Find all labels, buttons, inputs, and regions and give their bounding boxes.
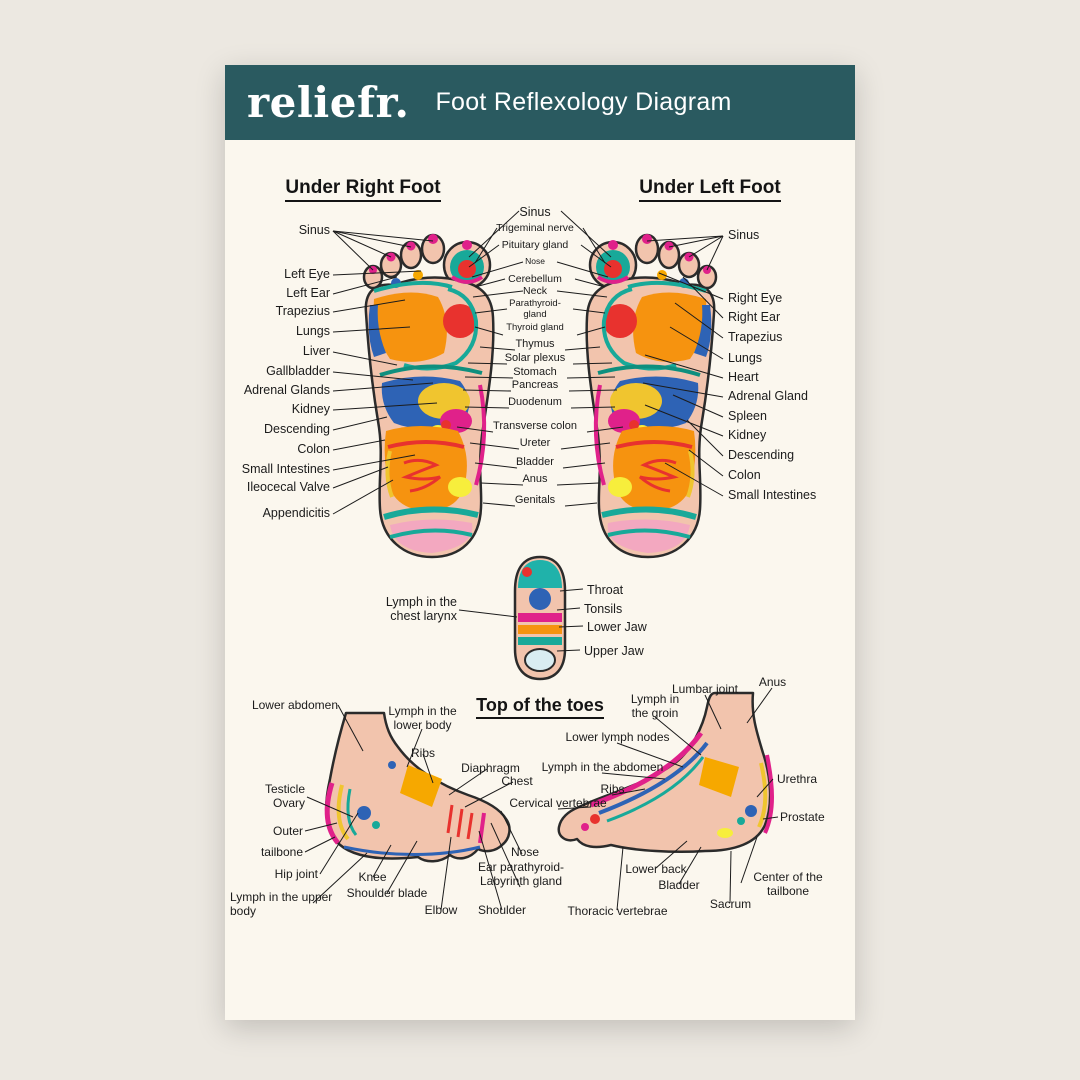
heading-text: Under Left Foot: [639, 177, 781, 202]
label-small-intestines-right: Small Intestines: [728, 488, 817, 502]
label-anus-center: Anus: [522, 473, 548, 485]
label-stomach: Stomach: [513, 366, 557, 378]
label-nose-top: Nose: [510, 845, 539, 859]
label-thoracic-vertebrae: Thoracic vertebrae: [567, 904, 668, 918]
label-lungs-right: Lungs: [728, 351, 763, 365]
label-sinus-right: Sinus: [728, 228, 760, 242]
label-outer: Outer: [272, 824, 303, 838]
label-descending-right: Descending: [728, 448, 795, 462]
poster-header: reliefr. Foot Reflexology Diagram: [225, 65, 855, 140]
label-trapezius-left: Trapezius: [275, 304, 330, 318]
label-kidney-left: Kidney: [291, 402, 330, 416]
label-solar-plexus: Solar plexus: [504, 352, 566, 364]
label-anus-top: Anus: [758, 675, 787, 689]
label-heart: Heart: [728, 370, 759, 384]
label-cerebellum: Cerebellum: [508, 273, 562, 285]
label-testicle-ovary: Testicle Ovary: [264, 782, 305, 810]
heading-top-of-toes: Top of the toes: [440, 695, 640, 719]
label-lymph-upper-body: Lymph in the upper body: [230, 890, 333, 918]
heading-text: Under Right Foot: [285, 177, 441, 202]
label-adrenal-glands: Adrenal Glands: [243, 383, 330, 397]
label-hip-joint: Hip joint: [274, 867, 318, 881]
label-lymph-chest-larynx: Lymph in the chest larynx: [385, 595, 457, 624]
label-left-ear: Left Ear: [286, 286, 330, 300]
label-ribs-right: Ribs: [600, 782, 625, 796]
label-ureter: Ureter: [519, 437, 551, 449]
label-upper-jaw: Upper Jaw: [584, 644, 644, 658]
label-bladder-center: Bladder: [516, 456, 554, 468]
label-right-ear: Right Ear: [728, 310, 781, 324]
label-ear-parathyroid-labyrinth: Ear parathyroid- Labyrinth gland: [477, 860, 565, 888]
label-sinus-center: Sinus: [519, 205, 551, 219]
heading-text: Top of the toes: [476, 695, 604, 719]
label-pancreas: Pancreas: [511, 379, 559, 391]
label-neck: Neck: [523, 285, 547, 297]
left-foot-sole-art: [587, 234, 716, 557]
label-left-eye: Left Eye: [284, 267, 330, 281]
label-small-intestines-left: Small Intestines: [241, 462, 330, 476]
label-trapezius-right: Trapezius: [728, 330, 783, 344]
big-toe-art: [513, 555, 567, 681]
label-right-eye: Right Eye: [728, 291, 783, 305]
label-center-of-tailbone: Center of the tailbone: [753, 870, 823, 898]
label-nose-center: Nose: [525, 256, 545, 266]
label-sacrum: Sacrum: [709, 897, 752, 911]
label-tailbone: tailbone: [260, 845, 303, 859]
label-trigeminal-nerve: Trigeminal nerve: [496, 222, 574, 234]
label-shoulder: Shoulder: [477, 903, 527, 917]
label-elbow: Elbow: [424, 903, 458, 917]
label-throat: Throat: [587, 583, 624, 597]
label-liver: Liver: [302, 344, 330, 358]
label-sinus-left: Sinus: [298, 223, 330, 237]
label-appendicitis: Appendicitis: [262, 506, 330, 520]
label-lungs-left: Lungs: [295, 324, 330, 338]
label-lower-back: Lower back: [625, 862, 687, 876]
label-lumbar-joint: Lumbar joint: [671, 682, 739, 696]
label-knee: Knee: [358, 870, 387, 884]
label-colon-left: Colon: [297, 442, 330, 456]
label-thymus: Thymus: [515, 338, 555, 350]
poster-title: Foot Reflexology Diagram: [435, 88, 732, 116]
left-top-foot-art: [324, 711, 511, 863]
label-pituitary-gland: Pituitary gland: [501, 239, 569, 251]
label-diaphragm: Diaphragm: [461, 761, 520, 775]
label-spleen: Spleen: [728, 409, 767, 423]
label-ribs-left: Ribs: [410, 746, 435, 760]
label-adrenal-gland: Adrenal Gland: [728, 389, 808, 403]
label-chest: Chest: [501, 774, 533, 788]
label-prostate: Prostate: [780, 810, 825, 824]
label-genitals: Genitals: [514, 494, 556, 506]
label-thyroid-gland: Thyroid gland: [506, 322, 564, 333]
label-lymph-abdomen: Lymph in the abdomen: [541, 760, 664, 774]
label-colon-right: Colon: [728, 468, 761, 482]
label-cervical-vertebrae: Cervical vertebrae: [509, 796, 607, 810]
label-lymph-groin: Lymph in the groin: [630, 692, 680, 720]
label-kidney-right: Kidney: [728, 428, 767, 442]
label-gallbladder: Gallbladder: [266, 364, 330, 378]
reflexology-poster: reliefr. Foot Reflexology Diagram: [225, 65, 855, 1020]
label-lower-lymph-nodes: Lower lymph nodes: [565, 730, 670, 744]
label-transverse-colon: Transverse colon: [493, 420, 577, 432]
label-urethra: Urethra: [777, 772, 818, 786]
label-parathyroid-gland: Parathyroid- gland: [509, 298, 561, 320]
label-shoulder-blade: Shoulder blade: [346, 886, 428, 900]
label-duodenum: Duodenum: [508, 396, 562, 408]
label-descending-left: Descending: [263, 422, 330, 436]
label-lymph-lower-body: Lymph in the lower body: [388, 704, 457, 732]
label-ileocecal-valve: Ileocecal Valve: [246, 480, 330, 494]
label-lower-abdomen: Lower abdomen: [251, 698, 338, 712]
label-lower-jaw: Lower Jaw: [587, 620, 647, 634]
heading-under-left-foot: Under Left Foot: [610, 177, 810, 202]
right-foot-sole-art: [364, 234, 493, 557]
label-tonsils: Tonsils: [584, 602, 623, 616]
heading-under-right-foot: Under Right Foot: [263, 177, 463, 202]
brand-logo: reliefr.: [247, 77, 410, 127]
label-bladder-top: Bladder: [658, 878, 700, 892]
